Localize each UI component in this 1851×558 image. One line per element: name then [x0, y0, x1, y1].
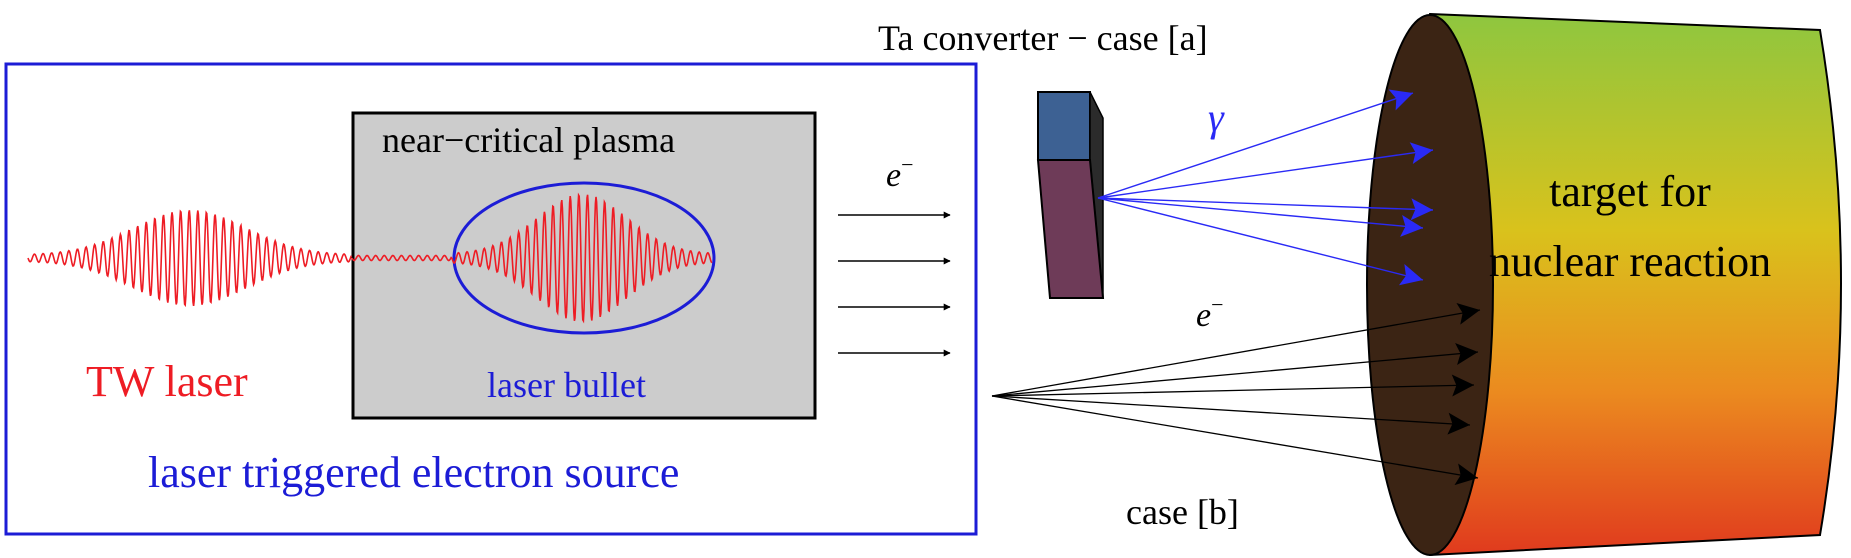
- gamma-rays: [1097, 89, 1434, 286]
- target-label-line2: nuclear reaction: [1489, 237, 1771, 286]
- electron-beam-arrows: [838, 211, 951, 357]
- target-front-face: [1366, 14, 1494, 556]
- electron-ray-arrow: [991, 395, 1479, 486]
- direct-electron-label: e−: [1196, 292, 1224, 334]
- gamma-ray-arrow: [1097, 197, 1424, 237]
- converter-front-face: [1036, 159, 1105, 299]
- plasma-label: near−critical plasma: [382, 120, 675, 160]
- converter-label: Ta converter − case [a]: [878, 18, 1208, 58]
- direct-electron-rays: [991, 302, 1481, 486]
- laser-propagation-line: [351, 254, 453, 262]
- nuclear-target: target for nuclear reaction: [1366, 12, 1842, 557]
- electron-ray-arrow: [991, 343, 1479, 397]
- source-caption: laser triggered electron source: [148, 448, 679, 497]
- gamma-ray-arrow: [1097, 197, 1424, 286]
- gamma-ray-arrow: [1097, 197, 1434, 221]
- gamma-ray-arrow: [1097, 142, 1434, 199]
- plasma-box: [351, 111, 817, 420]
- electron-beam-label: e−: [886, 152, 914, 194]
- target-label-line1: target for: [1549, 167, 1711, 216]
- electron-ray-arrow: [991, 302, 1481, 397]
- converter-top-face: [1037, 91, 1091, 161]
- case-b-label: case [b]: [1126, 492, 1239, 532]
- tw-laser-label: TW laser: [86, 357, 248, 406]
- gamma-label: γ: [1208, 95, 1225, 140]
- laser-bullet-ellipse: [452, 181, 716, 335]
- laser-bullet-pulse: [451, 192, 713, 324]
- electron-ray-arrow: [991, 374, 1475, 397]
- laser-bullet-label: laser bullet: [487, 365, 646, 405]
- tw-laser-pulse: [27, 209, 353, 308]
- electron-ray-arrow: [991, 395, 1471, 435]
- gamma-ray-arrow: [1097, 89, 1414, 199]
- ta-converter: [1036, 91, 1105, 299]
